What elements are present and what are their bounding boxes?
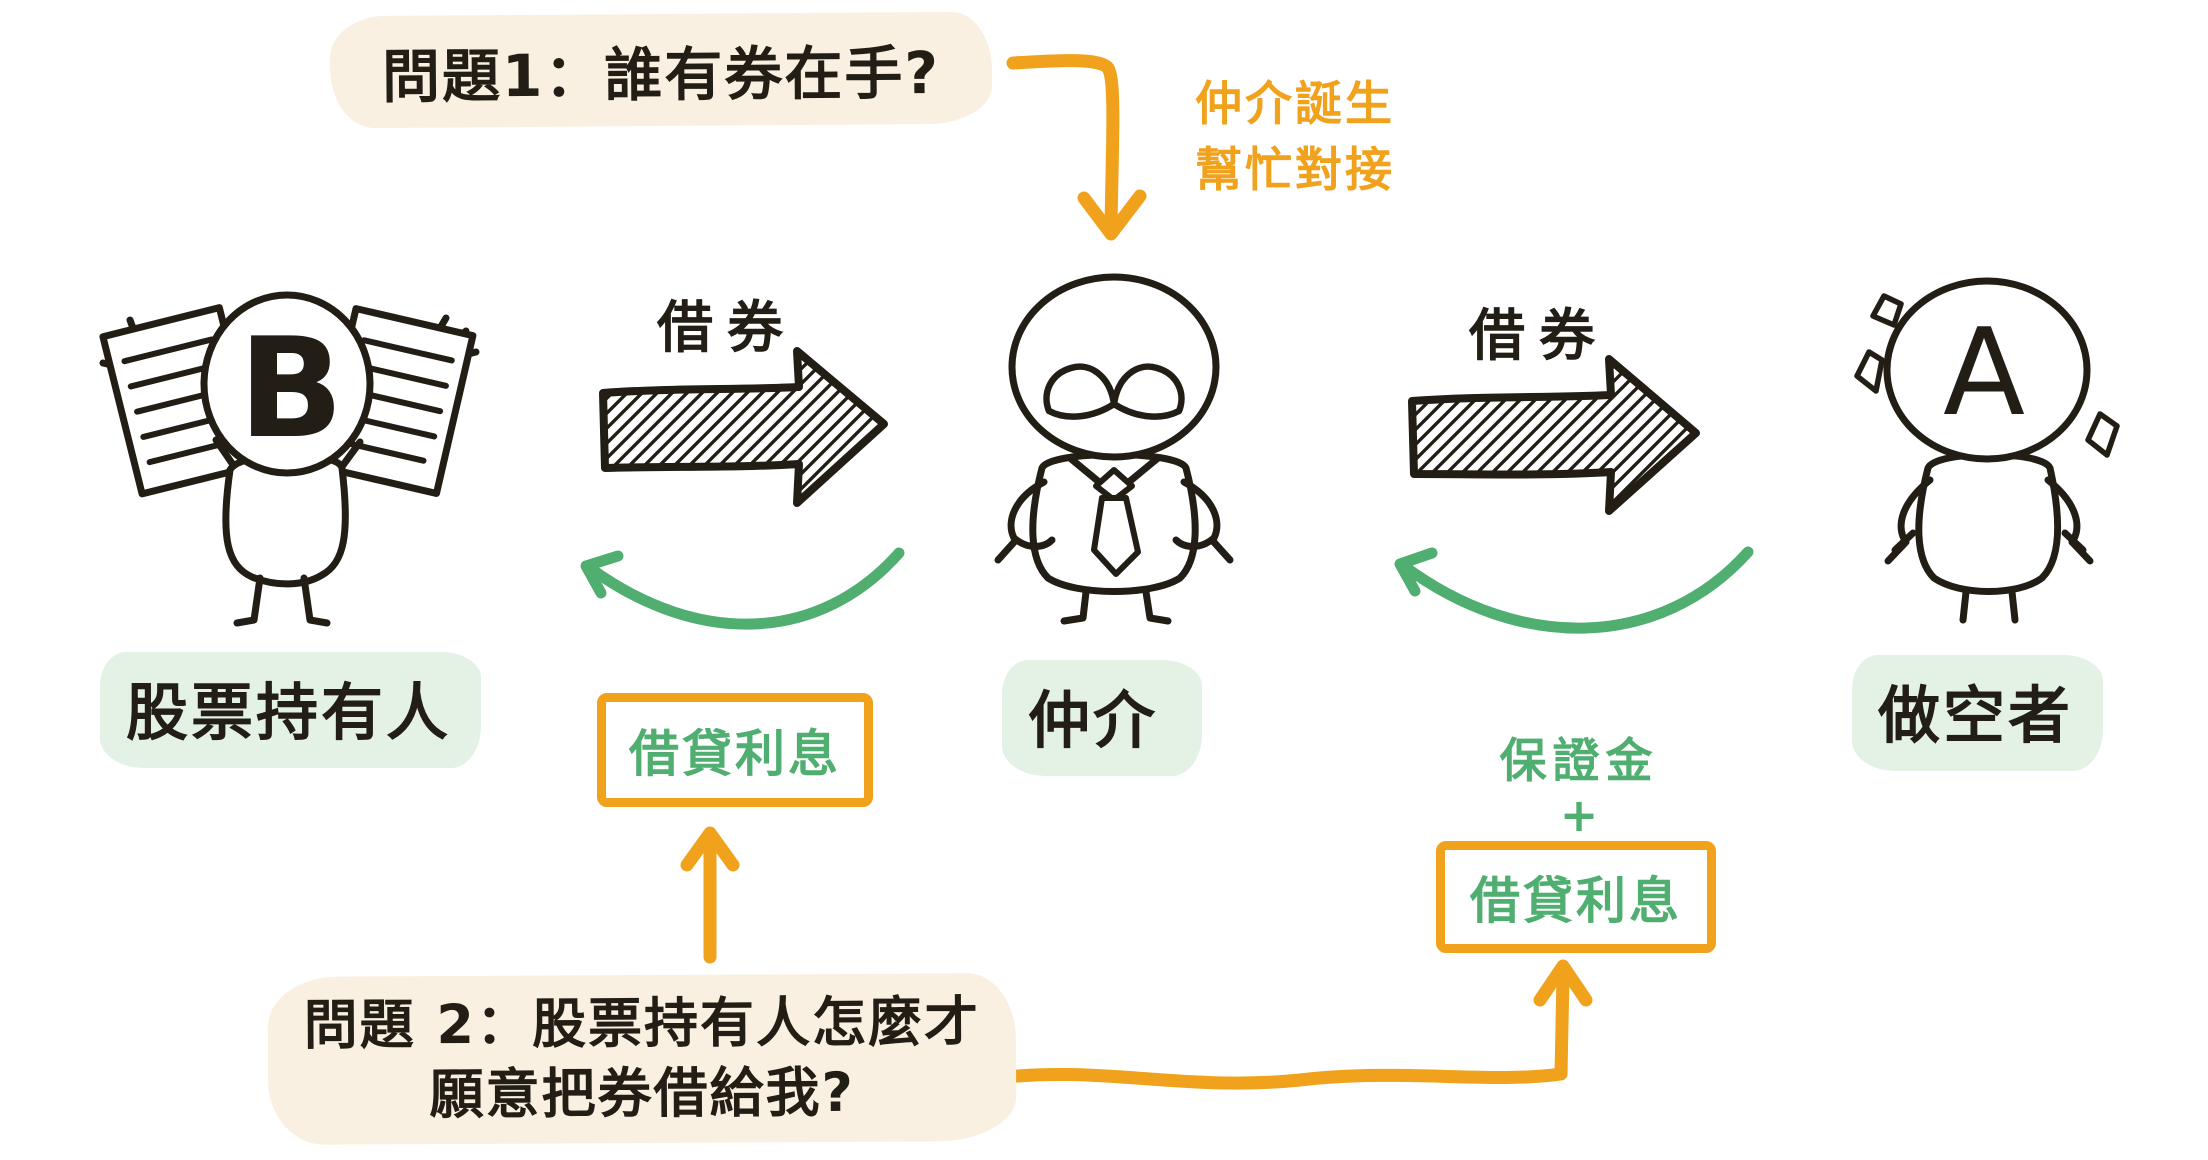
short-seller-head-letter: A [1943,304,2025,443]
plus-sign: + [1559,788,1599,842]
lend-label-left: 借券 [657,296,797,361]
short-seller-label: 做空者 [1852,655,2104,771]
lend-label-right: 借券 [1469,304,1609,369]
tie-icon [1091,495,1141,577]
question1-bubble: 問題1：誰有券在手? [329,11,993,129]
sparkle-icon [1854,293,2120,458]
margin-label: 保證金 [1499,734,1659,789]
question1-text: 問題1：誰有券在手? [381,39,941,111]
holder-character: B [99,291,480,627]
broker-character [994,273,1234,625]
interest-box-left: 借貸利息 [597,693,873,807]
interest-left-text: 借貸利息 [629,725,841,783]
question2-line1: 問題 2：股票持有人怎麼才 [303,990,981,1057]
lend-arrow-left [599,347,888,507]
holder-label: 股票持有人 [100,652,482,768]
question2-bubble: 問題 2：股票持有人怎麼才 願意把券借給我? [267,973,1017,1145]
question2-line2: 願意把券借給我? [429,1060,855,1127]
question1-arrow [1006,54,1147,241]
lend-arrow-right [1408,355,1700,515]
return-arrow-left [580,547,905,630]
mustache-icon [1110,363,1185,420]
holder-head-letter: B [238,308,343,469]
question2-arrow-left [680,826,740,964]
mustache-icon [1043,363,1118,420]
broker-note-line2: 幫忙對接 [1195,142,1395,198]
return-arrow-right [1394,546,1754,634]
broker-note: 仲介誕生 幫忙對接 [1150,72,1440,204]
interest-right-text: 借貸利息 [1470,872,1682,930]
question2-arrow-right [982,959,1593,1090]
interest-box-right: 借貸利息 [1436,841,1716,953]
broker-label: 仲介 [1002,660,1203,776]
short-seller-character: A [1854,277,2120,624]
broker-note-line1: 仲介誕生 [1195,77,1395,132]
